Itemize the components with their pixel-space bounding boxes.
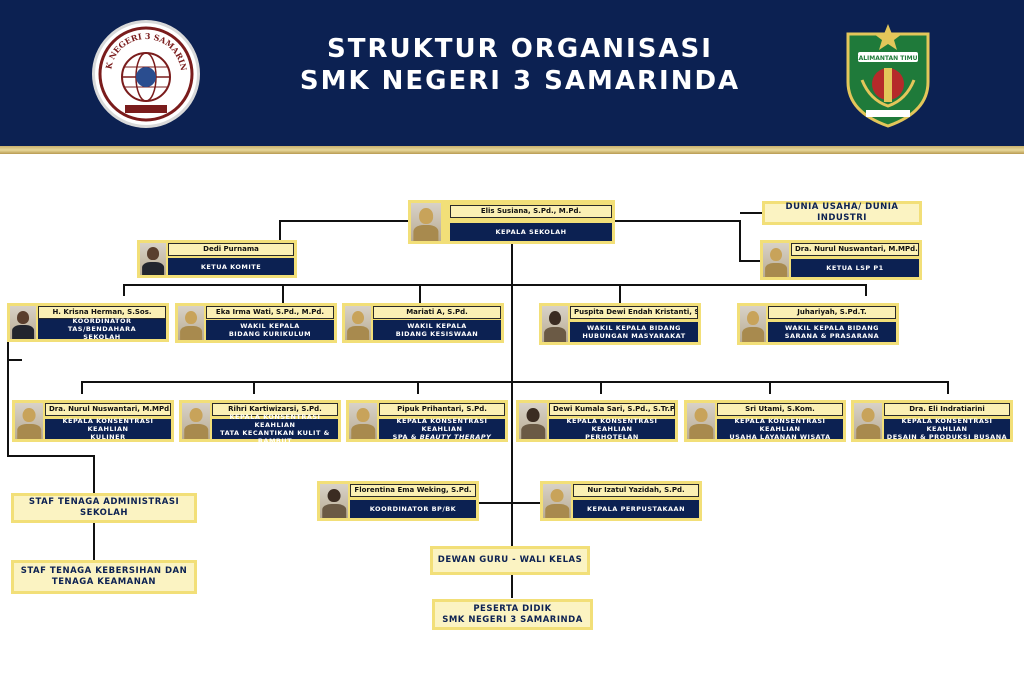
photo-ketua-komite [140, 243, 166, 275]
photo-koordinator-bpbk [320, 484, 348, 518]
node-koordinator-bpbk: Florentina Ema Weking, S.Pd. KOORDINATOR… [317, 481, 479, 521]
role-kepala-sekolah: KEPALA SEKOLAH [450, 223, 612, 241]
photo-wakil-humas [542, 306, 568, 342]
node-kk-kuliner: Dra. Nurul Nuswantari, M.MPd. KEPALA KON… [12, 400, 174, 442]
name-kk-kuliner: Dra. Nurul Nuswantari, M.MPd. [45, 403, 171, 416]
photo-koordinator-tas [10, 306, 36, 339]
photo-wakil-sarpras [740, 306, 766, 342]
box-staf-administrasi: STAF TENAGA ADMINISTRASI SEKOLAH [11, 493, 197, 523]
name-wakil-sarpras: Juhariyah, S.Pd.T. [768, 306, 896, 319]
name-kk-busana: Dra. Eli Indratiarini [884, 403, 1010, 416]
node-kk-spa: Pipuk Prihantari, S.Pd. KEPALA KONSENTRA… [346, 400, 508, 442]
province-emblem: KALIMANTAN TIMUR [840, 20, 936, 130]
box-dunia-usaha: DUNIA USAHA/ DUNIA INDUSTRI [762, 201, 922, 225]
role-ketua-komite: KETUA KOMITE [168, 258, 294, 275]
node-ketua-lsp: Dra. Nurul Nuswantari, M.MPd. KETUA LSP … [760, 240, 922, 280]
name-kk-perhotelan: Dewi Kumala Sari, S.Pd., S.Tr.Par. [549, 403, 675, 416]
photo-wakil-kesiswaan [345, 306, 371, 340]
photo-kk-kuliner [15, 403, 43, 439]
role-kepala-perpustakaan: KEPALA PERPUSTAKAAN [573, 500, 699, 518]
page-title-line1: STRUKTUR ORGANISASI [327, 34, 713, 64]
name-wakil-kesiswaan: Mariati A, S.Pd. [373, 306, 501, 319]
name-kepala-sekolah: Elis Susiana, S.Pd., M.Pd. [450, 205, 612, 218]
photo-kk-spa [349, 403, 377, 439]
header-gold-strip [0, 146, 1024, 154]
photo-kk-ulw [687, 403, 715, 439]
svg-text:KALIMANTAN TIMUR: KALIMANTAN TIMUR [854, 55, 923, 62]
role-ketua-lsp: KETUA LSP P1 [791, 259, 919, 277]
node-kk-kecantikan: Rihri Kartiwizarsi, S.Pd. KEPALA KONSENT… [179, 400, 341, 445]
node-wakil-kurikulum: Eka Irma Wati, S.Pd., M.Pd. WAKIL KEPALA… [175, 303, 337, 343]
name-wakil-kurikulum: Eka Irma Wati, S.Pd., M.Pd. [206, 306, 334, 319]
photo-kk-kecantikan [182, 403, 210, 439]
photo-kk-busana [854, 403, 882, 439]
school-logo: SMK NEGERI 3 SAMARINDA [91, 15, 200, 128]
name-kk-spa: Pipuk Prihantari, S.Pd. [379, 403, 505, 416]
name-kepala-perpustakaan: Nur Izatul Yazidah, S.Pd. [573, 484, 699, 497]
node-kk-perhotelan: Dewi Kumala Sari, S.Pd., S.Tr.Par. KEPAL… [516, 400, 678, 442]
node-koordinator-tas: H. Krisna Herman, S.Sos. KOORDINATOR TAS… [7, 303, 169, 342]
name-koordinator-tas: H. Krisna Herman, S.Sos. [38, 306, 166, 319]
name-ketua-komite: Dedi Purnama [168, 243, 294, 256]
node-kepala-sekolah: Elis Susiana, S.Pd., M.Pd. KEPALA SEKOLA… [408, 200, 615, 244]
photo-kepala-sekolah [411, 203, 441, 241]
name-kk-ulw: Sri Utami, S.Kom. [717, 403, 843, 416]
photo-wakil-kurikulum [178, 306, 204, 340]
name-koordinator-bpbk: Florentina Ema Weking, S.Pd. [350, 484, 476, 497]
name-ketua-lsp: Dra. Nurul Nuswantari, M.MPd. [791, 243, 919, 256]
node-kk-busana: Dra. Eli Indratiarini KEPALA KONSENTRASI… [851, 400, 1013, 442]
photo-kepala-perpustakaan [543, 484, 571, 518]
photo-ketua-lsp [763, 243, 789, 277]
node-wakil-humas: Puspita Dewi Endah Kristanti, S.S. WAKIL… [539, 303, 701, 345]
page-title-line2: SMK NEGERI 3 SAMARINDA [299, 66, 741, 96]
name-kk-kecantikan: Rihri Kartiwizarsi, S.Pd. [212, 403, 338, 416]
role-koordinator-bpbk: KOORDINATOR BP/BK [350, 500, 476, 518]
node-kk-ulw: Sri Utami, S.Kom. KEPALA KONSENTRASI KEA… [684, 400, 846, 442]
name-wakil-humas: Puspita Dewi Endah Kristanti, S.S. [570, 306, 698, 319]
node-ketua-komite: Dedi Purnama KETUA KOMITE [137, 240, 297, 278]
node-kepala-perpustakaan: Nur Izatul Yazidah, S.Pd. KEPALA PERPUST… [540, 481, 702, 521]
box-dewan-guru: DEWAN GURU - WALI KELAS [430, 546, 590, 575]
photo-kk-perhotelan [519, 403, 547, 439]
